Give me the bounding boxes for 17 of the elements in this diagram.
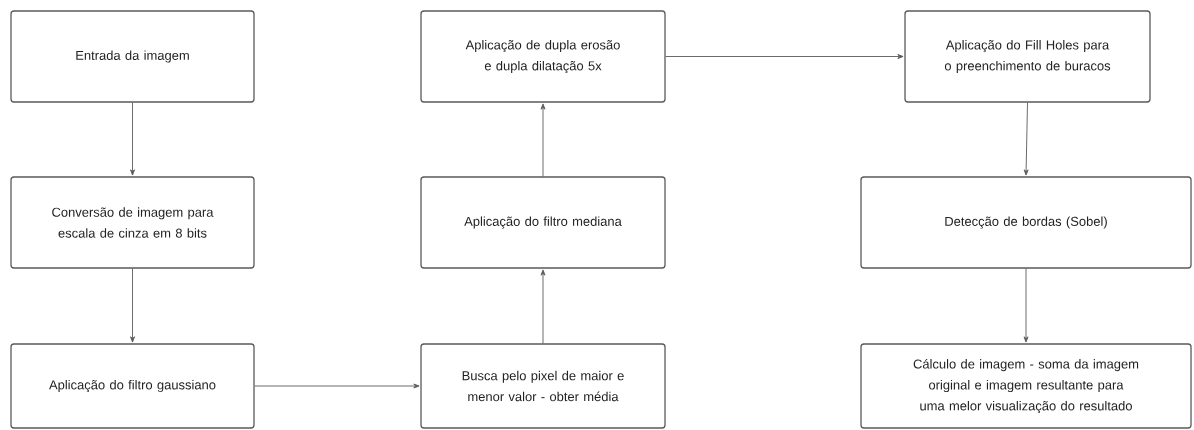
process-box: Aplicação do filtro gaussiano bbox=[10, 343, 255, 429]
process-box: Aplicação do Fill Holes para o preenchimento de buracos bbox=[904, 10, 1151, 103]
process-box: Detecção de bordas (Sobel) bbox=[860, 176, 1192, 269]
process-box: Conversão de imagem para escala de cinza em 8 bits bbox=[10, 176, 255, 269]
process-box: Cálculo de imagem - soma da imagem original e imagem resultante para uma melor visualização do resultado bbox=[860, 343, 1192, 429]
arrow bbox=[130, 268, 135, 343]
process-box: Busca pelo pixel de maior e menor valor - obter média bbox=[420, 343, 666, 429]
arrow bbox=[1023, 268, 1029, 343]
arrow bbox=[254, 383, 420, 389]
arrow bbox=[540, 103, 546, 177]
process-box: Aplicação do filtro mediana bbox=[420, 176, 666, 269]
process-box: Entrada da imagem bbox=[10, 10, 255, 103]
arrow bbox=[130, 102, 135, 176]
process-box: Aplicação de dupla erosão e dupla dilatação 5x bbox=[420, 10, 666, 103]
arrow bbox=[540, 269, 546, 344]
arrow bbox=[1023, 102, 1029, 176]
arrow bbox=[665, 54, 904, 59]
